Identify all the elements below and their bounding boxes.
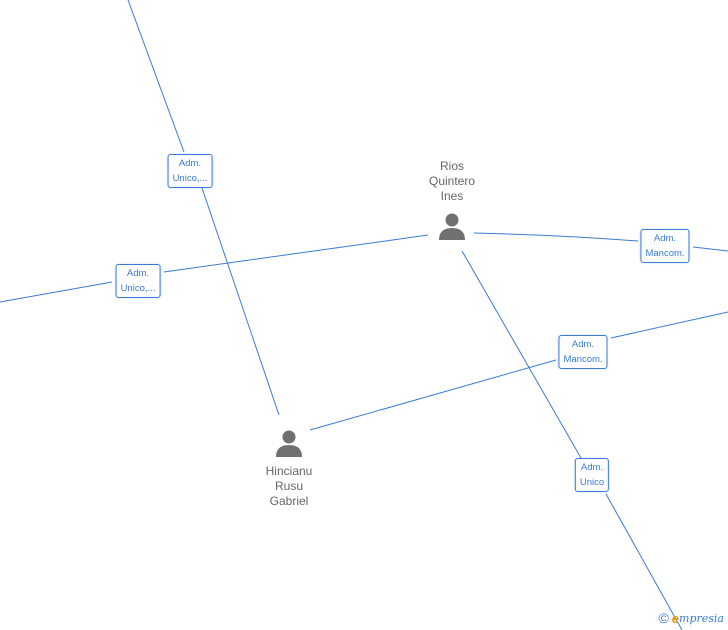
edge-hincianu-right — [309, 311, 728, 431]
brand-logo-e: e — [671, 610, 680, 626]
edge-rios-left — [0, 234, 429, 303]
role-label[interactable]: Adm. Mancom. — [558, 335, 608, 369]
role-label-line: Adm. — [571, 339, 595, 350]
person-name-line: Quintero — [428, 174, 476, 188]
role-label-line: Unico — [579, 477, 605, 488]
role-label-line: Unico,... — [172, 173, 208, 184]
person-icon — [439, 213, 465, 240]
edge-hincianu-top — [127, 0, 280, 416]
role-label-line: Unico,... — [120, 283, 156, 294]
brand-name: mpresia — [679, 611, 724, 625]
role-label[interactable]: Adm. Unico,... — [167, 154, 213, 188]
role-label-line: Adm. — [653, 233, 677, 244]
role-label-line: Mancom. — [563, 354, 603, 365]
role-label-line: Mancom. — [645, 248, 685, 259]
role-label[interactable]: Adm. Unico,... — [115, 264, 161, 298]
role-label-line: Adm. — [580, 462, 604, 473]
edge-rios-bottom — [461, 250, 683, 630]
person-name-line: Ines — [440, 189, 464, 203]
person-icon — [276, 430, 302, 457]
person-name-line: Gabriel — [269, 494, 309, 508]
edge-rios-right — [473, 232, 728, 252]
copyright-icon: © — [658, 610, 669, 626]
role-label[interactable]: Adm. Mancom. — [640, 229, 690, 263]
person-node-hincianu[interactable]: Hincianu Rusu Gabriel — [244, 428, 334, 509]
person-name-line: Hincianu — [265, 464, 313, 478]
role-label-line: Adm. — [126, 268, 150, 279]
role-label[interactable]: Adm. Unico — [574, 458, 610, 492]
person-name-line: Rios — [439, 159, 464, 173]
person-name-line: Rusu — [274, 479, 303, 493]
person-node-rios[interactable]: Rios Quintero Ines — [407, 159, 497, 241]
role-label-line: Adm. — [178, 158, 202, 169]
